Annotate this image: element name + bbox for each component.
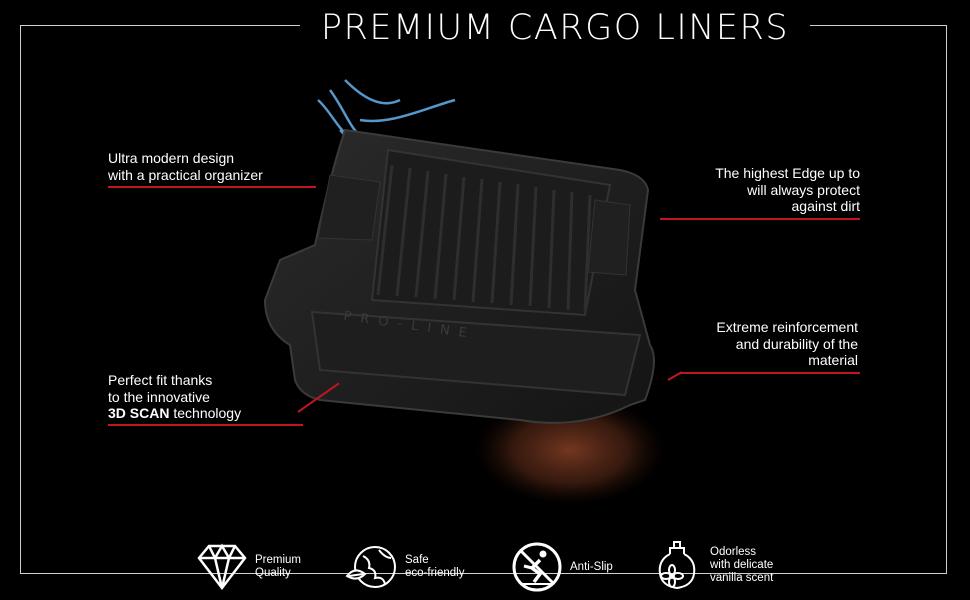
callout-top-left: Ultra modern design with a practical org… bbox=[108, 150, 263, 183]
callout-text: against dirt bbox=[791, 198, 860, 214]
callout-bottom-left: Perfect fit thanks to the innovative 3D … bbox=[108, 372, 241, 422]
callout-text: to the innovative bbox=[108, 388, 210, 405]
callout-bottom-right: Extreme reinforcement and durability of … bbox=[716, 319, 858, 369]
feature-eco-friendly: Safe eco-friendly bbox=[345, 540, 464, 594]
callout-text: material bbox=[808, 352, 858, 368]
callout-text: and durability of the bbox=[735, 335, 858, 352]
feature-label-line: Anti-Slip bbox=[570, 560, 613, 573]
scent-bottle-icon bbox=[658, 541, 696, 590]
feature-label: Anti-Slip bbox=[570, 561, 613, 574]
callout-underline bbox=[680, 372, 860, 374]
anti-slip-icon bbox=[512, 542, 562, 592]
feature-premium-quality: Premium Quality bbox=[195, 540, 301, 594]
feature-label-line: Quality bbox=[255, 567, 291, 579]
page-title: PREMIUM CARGO LINERS bbox=[300, 8, 810, 48]
dirt-splash bbox=[475, 395, 665, 505]
callout-bold-text: 3D SCAN bbox=[108, 405, 170, 421]
callout-text: Perfect fit thanks bbox=[108, 372, 213, 388]
callout-top-right: The highest Edge up to will always prote… bbox=[715, 165, 860, 215]
feature-odorless: Odorless with delicate vanilla scent bbox=[650, 538, 773, 592]
callout-underline bbox=[108, 186, 316, 188]
feature-anti-slip: Anti-Slip bbox=[510, 540, 613, 594]
feature-label-line: Premium bbox=[255, 554, 302, 566]
callout-text: 3D SCAN technology bbox=[108, 405, 241, 422]
feature-label: Odorless with delicate vanilla scent bbox=[710, 546, 773, 585]
callout-text-rest: technology bbox=[169, 405, 242, 421]
callout-text: with a practical organizer bbox=[108, 166, 263, 183]
feature-label-line: with delicate bbox=[710, 558, 774, 571]
callout-underline bbox=[108, 424, 303, 426]
feature-label-line: Safe bbox=[405, 554, 429, 566]
feature-label-line: vanilla scent bbox=[710, 571, 774, 584]
callout-text: Ultra modern design bbox=[108, 150, 235, 166]
feature-label: Premium Quality bbox=[255, 554, 301, 580]
callout-text: will always protect bbox=[747, 181, 860, 198]
callout-underline bbox=[660, 218, 860, 220]
feature-label-line: eco-friendly bbox=[405, 567, 465, 579]
callout-text: The highest Edge up to bbox=[715, 165, 860, 181]
diamond-icon bbox=[197, 543, 247, 591]
feature-label: Safe eco-friendly bbox=[405, 554, 464, 580]
leaf-globe-icon bbox=[345, 546, 396, 588]
feature-label-line: Odorless bbox=[710, 545, 757, 558]
callout-text: Extreme reinforcement bbox=[716, 319, 858, 335]
